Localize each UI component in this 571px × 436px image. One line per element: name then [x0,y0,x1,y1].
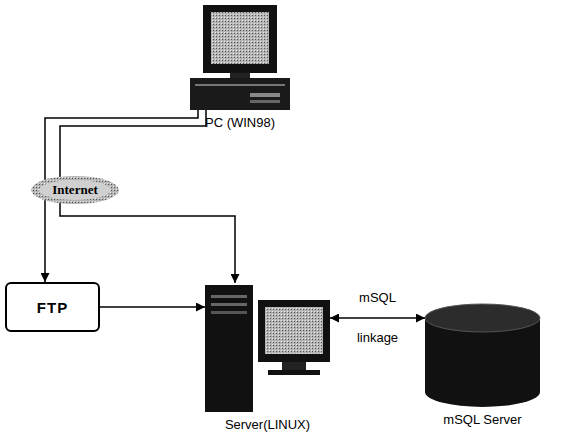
cloud-core [39,180,111,200]
tower-slot [211,303,247,306]
server-tower [205,285,253,412]
monitor-base [268,370,320,375]
node-caption: PC (WIN98) [205,115,275,130]
tower-slot [211,311,247,314]
node-caption: Server(LINUX) [225,417,310,432]
monitor-stand [282,362,306,370]
connector-arrow [100,306,205,308]
node-label: FTP [37,299,68,316]
label-stack: Internet [52,182,98,198]
server-monitor [258,300,330,362]
pc-illustration [190,5,290,110]
pc-screen [211,12,269,64]
pc-neck [230,73,250,78]
server-screen [265,307,323,354]
internet-cloud: Internet [30,175,120,205]
connector-arrow [45,110,198,282]
pc-monitor [203,5,277,73]
node-caption: mSQL Server [443,412,521,427]
pc-drive [250,93,280,97]
server-node: Server(LINUX) [205,283,330,412]
pc-case [190,78,290,110]
pc-drive [250,100,280,103]
cloud-ellipse [31,176,119,204]
cylinder-top [425,304,540,332]
pc-stripe [195,84,285,86]
server-illustration [205,285,330,412]
edge-label: mSQL linkage [350,278,406,358]
ftp-box: FTP [5,282,100,332]
pc-node: PC (WIN98) [190,5,290,110]
tower-slot [211,295,247,298]
database-node: mSQL Server [425,304,540,407]
label-stack: FTP [37,299,68,316]
node-label: Internet [52,182,98,198]
database-cylinder [425,304,540,407]
connector-arrow [330,317,425,319]
